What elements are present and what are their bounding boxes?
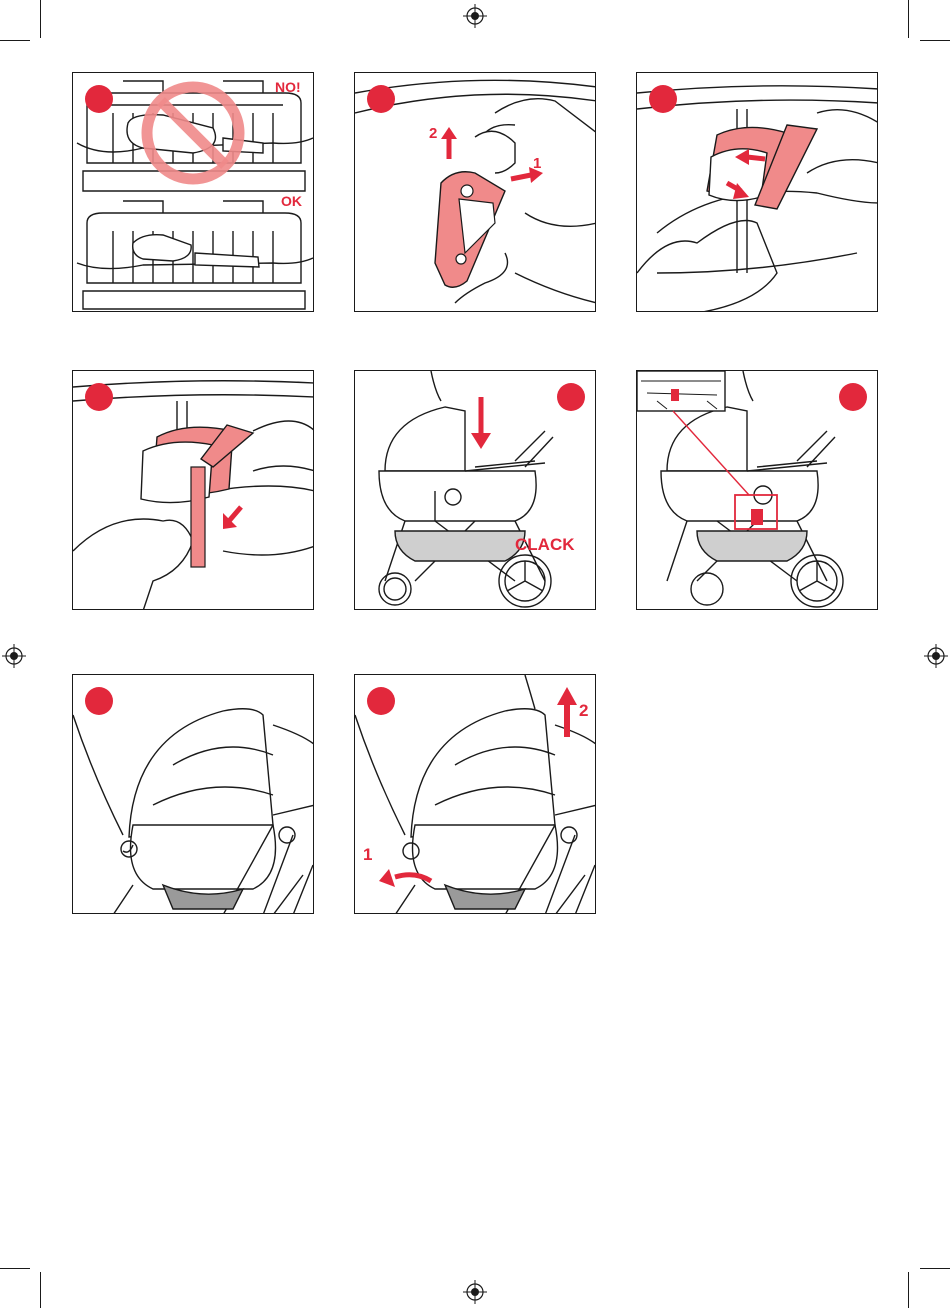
registration-mark-icon <box>2 644 26 668</box>
arrow-label-2: 2 <box>579 701 588 721</box>
strap-pull-illustration <box>73 371 314 610</box>
no-label: NO! <box>275 79 301 95</box>
step-panel-4 <box>72 370 314 610</box>
registration-mark-icon <box>924 644 948 668</box>
registration-mark-icon <box>463 4 487 28</box>
registration-mark-icon <box>463 1280 487 1304</box>
car-seat-illustration <box>73 73 314 312</box>
crop-mark <box>908 1272 909 1308</box>
step-number-badge <box>839 383 867 411</box>
step-number-badge <box>367 85 395 113</box>
crop-mark <box>920 1268 950 1269</box>
step-panel-2: 2 1 <box>354 72 596 312</box>
crop-mark <box>0 40 30 41</box>
arrow-label-1: 1 <box>533 155 541 172</box>
crop-mark <box>908 0 909 38</box>
step-panel-3 <box>636 72 878 312</box>
buckle-cover-illustration <box>637 73 878 312</box>
step-panel-1: NO! OK <box>72 72 314 312</box>
crop-mark <box>0 1268 30 1269</box>
clack-label: CLACK <box>515 535 575 555</box>
carrycot-attach-illustration <box>355 371 596 610</box>
carrycot-remove-illustration <box>355 675 596 914</box>
crop-mark <box>920 40 950 41</box>
step-panel-7 <box>72 674 314 914</box>
step-number-badge <box>649 85 677 113</box>
step-number-badge <box>85 687 113 715</box>
step-number-badge <box>85 85 113 113</box>
ok-label: OK <box>281 193 302 209</box>
crop-mark <box>40 0 41 38</box>
step-panel-5: CLACK <box>354 370 596 610</box>
crop-mark <box>40 1272 41 1308</box>
step-number-badge <box>367 687 395 715</box>
step-number-badge <box>557 383 585 411</box>
carrycot-canopy-illustration <box>73 675 314 914</box>
arrow-label-1: 1 <box>363 845 372 865</box>
arrow-label-2: 2 <box>429 125 437 142</box>
lock-detail-illustration <box>637 371 878 610</box>
step-panel-8: 1 2 <box>354 674 596 914</box>
buckle-release-illustration <box>355 73 596 312</box>
step-number-badge <box>85 383 113 411</box>
step-panel-6 <box>636 370 878 610</box>
